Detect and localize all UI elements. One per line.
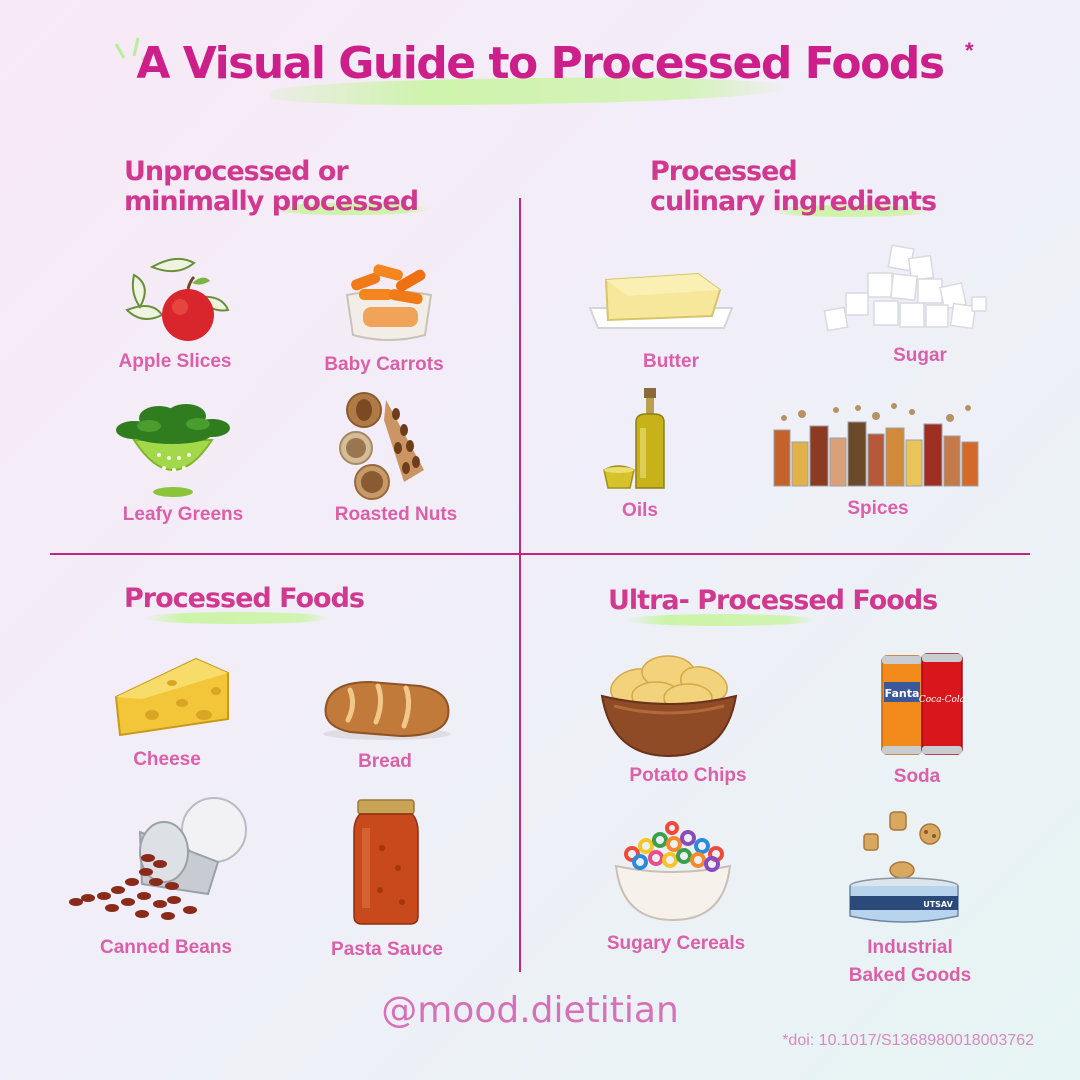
label-pasta-sauce: Pasta Sauce bbox=[331, 939, 443, 960]
section-highlight bbox=[270, 203, 430, 215]
label-baby-carrots: Baby Carrots bbox=[324, 354, 444, 375]
label-potato-chips: Potato Chips bbox=[629, 765, 747, 786]
cheese-image bbox=[114, 657, 229, 737]
apple-slices-image bbox=[125, 257, 230, 341]
soda-cans-image: Fanta Coca-Cola bbox=[881, 653, 965, 755]
fanta-label: Fanta bbox=[885, 687, 920, 700]
section-title-processed: Processed Foods bbox=[124, 583, 365, 614]
leafy-greens-image bbox=[116, 404, 230, 497]
section-highlight bbox=[770, 205, 930, 217]
page-title: A Visual Guide to Processed Foods bbox=[136, 38, 945, 89]
section-title-ultra-processed: Ultra- Processed Foods bbox=[608, 585, 938, 616]
baked-goods-tin-image: UTSAV bbox=[849, 811, 959, 923]
coke-label: Coca-Cola bbox=[919, 695, 965, 705]
sugary-cereals-image bbox=[614, 821, 732, 922]
label-cheese: Cheese bbox=[133, 749, 201, 770]
vertical-divider bbox=[519, 198, 521, 972]
label-butter: Butter bbox=[643, 351, 699, 372]
label-bread: Bread bbox=[358, 751, 412, 772]
section-highlight bbox=[626, 614, 816, 626]
tin-label: UTSAV bbox=[923, 900, 953, 909]
label-spices: Spices bbox=[847, 498, 909, 519]
label-canned-beans: Canned Beans bbox=[100, 937, 232, 958]
bread-image bbox=[323, 680, 451, 740]
sparkle-lines-icon bbox=[114, 37, 156, 62]
sugar-cubes-image bbox=[823, 244, 987, 332]
potato-chips-image bbox=[600, 655, 738, 758]
oil-bottle-image bbox=[603, 388, 665, 489]
butter-image bbox=[588, 272, 734, 329]
spices-image bbox=[773, 403, 979, 487]
label-apple-slices: Apple Slices bbox=[118, 351, 232, 372]
label-sugar: Sugar bbox=[893, 345, 947, 366]
pasta-sauce-jar-image bbox=[353, 799, 419, 925]
baby-carrots-image bbox=[345, 264, 433, 341]
section-highlight bbox=[144, 612, 330, 624]
social-handle: @mood.dietitian bbox=[381, 990, 679, 1031]
doi-reference: *doi: 10.1017/S1368980018003762 bbox=[782, 1032, 1034, 1049]
label-oils: Oils bbox=[622, 500, 658, 521]
label-industrial-baked-goods: Industrial Baked Goods bbox=[848, 937, 972, 986]
section-title-unprocessed: Unprocessed or minimally processed bbox=[124, 156, 419, 217]
label-soda: Soda bbox=[893, 766, 941, 787]
roasted-nuts-image bbox=[339, 392, 424, 500]
label-roasted-nuts: Roasted Nuts bbox=[334, 504, 458, 525]
canned-beans-image bbox=[69, 797, 247, 920]
section-title-culinary: Processed culinary ingredients bbox=[650, 156, 937, 217]
label-sugary-cereals: Sugary Cereals bbox=[606, 933, 746, 954]
horizontal-divider bbox=[50, 553, 1030, 555]
label-leafy-greens: Leafy Greens bbox=[122, 504, 244, 525]
title-asterisk: * bbox=[965, 38, 974, 63]
